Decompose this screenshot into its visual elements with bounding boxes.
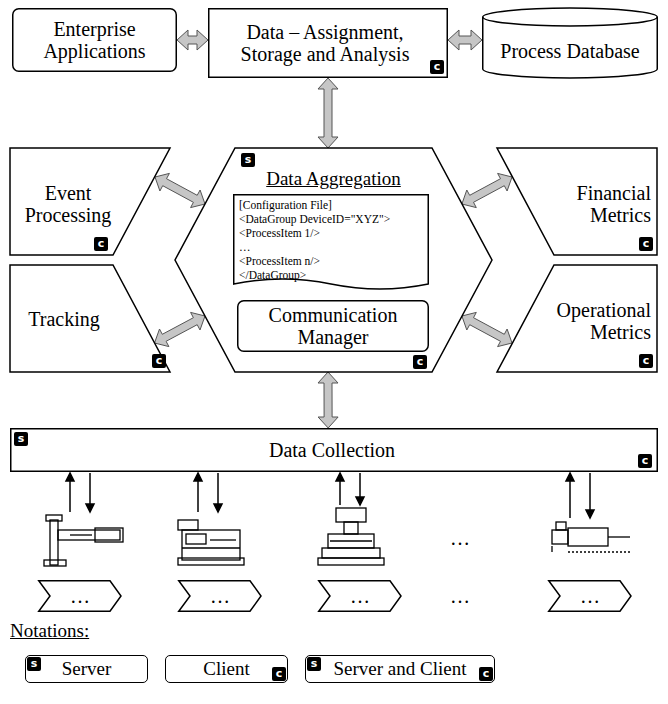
text-area: Data – Assignment, Storage and Analysis (214, 10, 436, 76)
free-label: … (450, 527, 470, 550)
polygon-outline (10, 265, 170, 372)
text-area: Data Collection (34, 430, 630, 470)
role-badge: c (639, 354, 653, 368)
diagram-node: … (178, 580, 262, 612)
polygon-outline (10, 148, 170, 255)
role-badge: s (241, 153, 255, 167)
code-line: </DataGroup> (239, 268, 425, 282)
code-line: <DataGroup DeviceID="XYZ"> (239, 212, 425, 226)
code-line: … (239, 240, 425, 254)
legend-sample-box: Client (165, 655, 288, 683)
text-area: Operational Metrics (543, 293, 651, 349)
legend-text: Server (62, 658, 112, 680)
text-area: … (192, 580, 248, 612)
node-label: Operational Metrics (543, 299, 651, 343)
role-badge: c (639, 237, 653, 251)
cylinder-rim (483, 17, 658, 26)
role-badge: c (479, 667, 493, 681)
diagram-node: Data – Assignment, Storage and Analysisc (208, 8, 448, 78)
node-label: … (70, 585, 90, 607)
diagram-node: Operational Metrics c (497, 265, 657, 372)
free-label: … (450, 585, 470, 608)
block-arrow (448, 30, 482, 50)
node-label: Financial Metrics (545, 182, 651, 226)
code-line: <ProcessItem 1/> (239, 226, 425, 240)
role-badge: c (94, 237, 108, 251)
text-area: Event Processing (16, 176, 120, 232)
role-badge: c (430, 60, 444, 74)
node-label: Data Collection (269, 439, 395, 461)
chevron-outline (39, 581, 121, 612)
diagram-node: … (548, 580, 632, 612)
block-arrow (462, 173, 512, 207)
role-badge: c (152, 354, 166, 368)
node-label: Data – Assignment, Storage and Analysis (214, 21, 436, 65)
diagram-node: [Configuration File]<DataGroup DeviceID=… (233, 194, 429, 292)
legend-text: Server and Client (334, 658, 467, 680)
role-badge: s (14, 432, 28, 446)
node-label: Tracking (28, 308, 99, 330)
text-area: … (52, 580, 108, 612)
diagram-node: Enterprise Applications (12, 8, 177, 72)
role-badge: c (413, 355, 427, 369)
block-arrow (155, 312, 206, 346)
box-outline (209, 9, 448, 78)
legend-sample-box: Server (25, 655, 148, 683)
rounded-box-outline (13, 9, 177, 72)
node-label: Event Processing (16, 182, 120, 226)
role-badge: s (307, 657, 321, 671)
polygon-outline (497, 148, 657, 255)
rounded-box-outline (238, 301, 429, 352)
cylinder-body (483, 8, 658, 78)
diagram-node: Tracking c (10, 265, 170, 372)
role-badge: s (27, 657, 41, 671)
block-arrow (462, 312, 512, 346)
block-arrow (318, 78, 338, 148)
node-label: … (580, 585, 600, 607)
text-area: Communication Manager (241, 302, 425, 350)
text-area: … (332, 580, 388, 612)
chevron-outline (319, 581, 401, 612)
chevron-outline (549, 581, 631, 612)
diagram-node: Event Processing c (10, 148, 170, 255)
diagram-node: … (318, 580, 402, 612)
text-area: Financial Metrics (545, 176, 651, 232)
text-area: Enterprise Applications (16, 10, 173, 70)
diagram-node: Communication Manager (237, 300, 429, 352)
box-outline (11, 429, 658, 472)
code-line: <ProcessItem n/> (239, 254, 425, 268)
node-label: … (210, 585, 230, 607)
node-label: Process Database (500, 40, 639, 62)
diagram-node: Data Aggregation s c [Configuration File]<D… (175, 148, 492, 372)
diagram-node: Process Database (482, 8, 658, 78)
block-arrow (318, 372, 338, 428)
node-label: Data Aggregation (266, 169, 401, 190)
code-line: [Configuration File] (239, 198, 425, 212)
block-arrow (155, 173, 205, 207)
machine-figure (44, 508, 630, 566)
code-listing: [Configuration File]<DataGroup DeviceID=… (239, 198, 425, 282)
free-label: Notations: (10, 620, 89, 642)
polygon-outline (497, 265, 657, 372)
block-arrow (177, 30, 208, 50)
node-label: … (350, 585, 370, 607)
chevron-outline (179, 581, 261, 612)
legend-text: Client (203, 658, 249, 680)
node-label: Communication Manager (241, 304, 425, 348)
diagram-node: … (38, 580, 122, 612)
role-badge: c (638, 454, 652, 468)
document-outline (234, 195, 429, 289)
text-area: Process Database (486, 28, 654, 74)
legend-sample-box: Server and Client (305, 655, 495, 683)
text-area: Tracking (16, 301, 112, 337)
node-label: Enterprise Applications (16, 18, 173, 62)
diagram-node: Financial Metrics c (497, 148, 657, 255)
polygon-outline (175, 148, 492, 372)
text-area: Data Aggregation (255, 164, 412, 194)
diagram-node: Data Collection s c (10, 428, 658, 472)
text-area: … (562, 580, 618, 612)
role-badge: c (272, 667, 286, 681)
io-arrows (66, 473, 594, 518)
